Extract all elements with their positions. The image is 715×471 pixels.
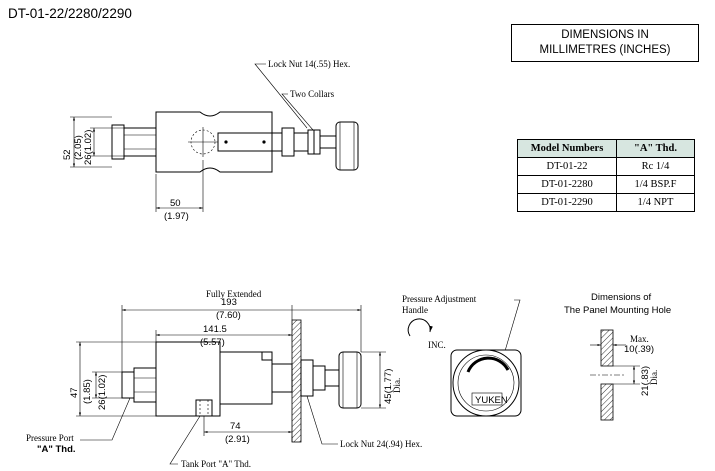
top-view: Lock Nut 14(.55) Hex. Two Collars 52 (2.… bbox=[62, 59, 359, 222]
side-height-outer-in: (1.85) bbox=[82, 379, 93, 404]
pressure-port-thread: "A" Thd. bbox=[37, 444, 76, 455]
top-width-in: (1.97) bbox=[164, 211, 189, 222]
top-fitting bbox=[123, 127, 157, 157]
top-collar bbox=[307, 129, 315, 155]
handle-face bbox=[450, 349, 522, 417]
side-lock-nut-label: Lock Nut 24(.94) Hex. bbox=[340, 439, 422, 449]
tank-offset-in: (2.91) bbox=[225, 434, 250, 445]
handle-grip-arc bbox=[466, 356, 510, 373]
handle-label-line-2: Handle bbox=[402, 305, 428, 315]
overall-length-in: (7.60) bbox=[216, 310, 241, 321]
side-fitting bbox=[121, 371, 135, 399]
top-fitting-nut bbox=[111, 124, 125, 160]
top-two-collars-label: Two Collars bbox=[290, 89, 335, 99]
hole-diameter-unit: Dia. bbox=[649, 370, 659, 385]
inc-arrow bbox=[407, 318, 433, 337]
panel-hole-view: Dimensions of The Panel Mounting Hole Ma… bbox=[564, 292, 671, 421]
pressure-port-label: Pressure Port bbox=[26, 433, 74, 443]
top-height-inner: 26(1.02) bbox=[83, 130, 94, 165]
panel-hole-title-1: Dimensions of bbox=[591, 292, 652, 303]
top-lock-nut-label: Lock Nut 14(.55) Hex. bbox=[268, 59, 350, 69]
side-lock-nut-leader bbox=[306, 395, 338, 445]
panel-length: 141.5 bbox=[203, 324, 227, 335]
units-line-2: MILLIMETRES (INCHES) bbox=[539, 44, 671, 56]
dimensions-units-box: DIMENSIONS IN MILLIMETRES (INCHES) bbox=[511, 24, 699, 62]
tank-port-label: Tank Port "A" Thd. bbox=[181, 459, 251, 469]
cell-thread: 1/4 NPT bbox=[616, 193, 695, 212]
handle-label-line-1: Pressure Adjustment bbox=[402, 294, 477, 304]
side-lock-nut bbox=[300, 359, 314, 397]
top-width: 50 bbox=[170, 198, 181, 209]
header-model-numbers: Model Numbers bbox=[517, 139, 617, 158]
panel-hole-title-2: The Panel Mounting Hole bbox=[564, 305, 671, 316]
side-view: Fully Extended 193 (7.60) 141.5 (5.57) 4… bbox=[26, 289, 422, 469]
table-row: DT-01-22 Rc 1/4 bbox=[517, 157, 695, 176]
panel-section-lower bbox=[600, 383, 614, 421]
panel-length-in: (5.57) bbox=[200, 337, 225, 348]
model-numbers-table: Model Numbers "A" Thd. DT-01-22 Rc 1/4 D… bbox=[517, 139, 695, 212]
overall-length: 193 bbox=[221, 297, 237, 308]
inc-label: INC. bbox=[428, 340, 446, 350]
side-tank-port bbox=[195, 399, 213, 417]
tank-offset: 74 bbox=[230, 421, 241, 432]
panel-section-upper bbox=[600, 329, 614, 367]
handle-diameter: 45(1.77) bbox=[383, 369, 394, 404]
table-row: DT-01-2290 1/4 NPT bbox=[517, 193, 695, 212]
table-row: DT-01-2280 1/4 BSP.F bbox=[517, 175, 695, 194]
drawing-title: DT-01-22/2280/2290 bbox=[8, 6, 132, 21]
hole-diameter: 21(.83) bbox=[640, 366, 651, 396]
units-line-1: DIMENSIONS IN bbox=[561, 29, 649, 41]
brand-plate bbox=[471, 392, 503, 406]
side-height-outer: 47 bbox=[69, 387, 80, 398]
pressure-port-leader bbox=[80, 397, 131, 441]
top-lock-nut bbox=[281, 127, 295, 157]
tank-port-leader bbox=[169, 415, 201, 465]
top-handle-knob bbox=[335, 121, 359, 171]
side-handle-knob bbox=[338, 351, 362, 409]
top-height-outer-in: (2.05) bbox=[73, 135, 84, 160]
top-collars-leader bbox=[281, 93, 314, 131]
top-lock-nut-leader bbox=[254, 63, 308, 129]
side-panel bbox=[291, 319, 302, 443]
brand-label: YUKEN bbox=[475, 395, 508, 406]
max-value: 10(.39) bbox=[624, 344, 654, 355]
side-height-inner: 26(1.02) bbox=[97, 375, 108, 410]
top-height-outer: 52 bbox=[62, 149, 73, 160]
handle-diameter-unit: Dia. bbox=[392, 378, 402, 393]
handle-view: Pressure Adjustment Handle INC. YUKEN bbox=[402, 294, 522, 417]
fully-extended-label: Fully Extended bbox=[206, 289, 262, 299]
max-label: Max. bbox=[630, 334, 649, 344]
handle-leader bbox=[499, 299, 521, 369]
top-collar bbox=[313, 129, 321, 155]
